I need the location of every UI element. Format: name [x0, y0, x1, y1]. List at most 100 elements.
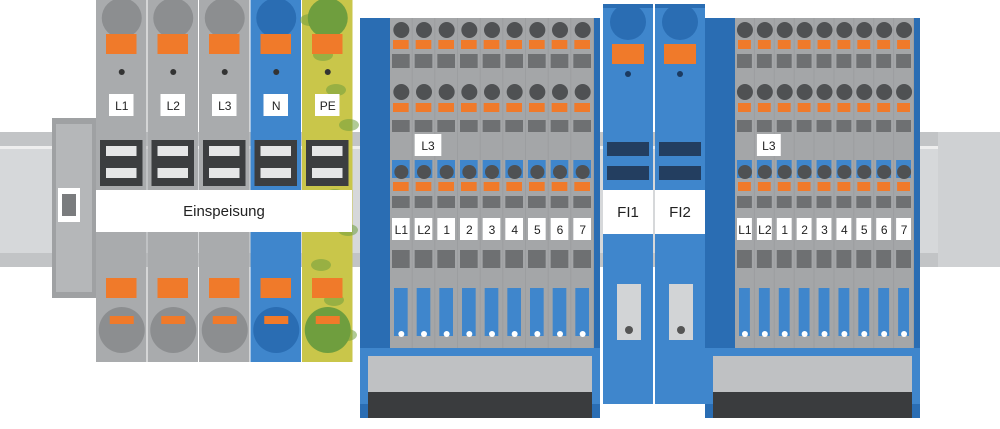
- clamp-opening: [575, 165, 590, 179]
- jumper-slot: [573, 120, 591, 132]
- clamp-opening: [506, 84, 523, 100]
- test-point: [443, 331, 450, 337]
- operating-lever: [877, 40, 891, 49]
- clamp-opening: [574, 22, 591, 38]
- clamp-opening: [816, 22, 833, 38]
- distribution-terminal: 5: [526, 18, 548, 348]
- marker-text: 5: [534, 223, 541, 237]
- marker-tag: [482, 218, 501, 240]
- operating-lever: [438, 182, 454, 191]
- jumper-slot: [856, 250, 872, 268]
- marker-text: L1: [115, 99, 129, 113]
- feed-terminal: N: [250, 0, 301, 362]
- marker-tag: [109, 94, 134, 116]
- marker-tag: [776, 218, 792, 240]
- operating-lever: [817, 182, 831, 191]
- jumper-slot: [816, 54, 832, 68]
- blue-test-slot: [575, 288, 589, 336]
- jumper-slot: [659, 166, 701, 180]
- jumper-slot: [528, 54, 546, 68]
- top-operating-lever: [157, 34, 188, 54]
- jumper-slot: [816, 250, 832, 268]
- test-hole: [273, 69, 280, 75]
- operating-lever: [757, 103, 771, 112]
- clamp-opening: [553, 165, 567, 179]
- marker-text: 7: [579, 223, 586, 237]
- blue-test-slot: [484, 288, 499, 336]
- release-pin: [677, 326, 685, 334]
- cover-rail: [713, 356, 912, 392]
- l3-tag: [756, 134, 781, 156]
- jumper-slot: [392, 120, 410, 132]
- distribution-terminal: L2: [754, 18, 774, 348]
- jumper-slot: [209, 168, 240, 178]
- top-clamp-opening: [307, 0, 348, 38]
- test-hole: [170, 69, 177, 75]
- operating-lever: [393, 40, 409, 49]
- bottom-terminals: [713, 392, 912, 418]
- jumper-slot: [312, 168, 343, 178]
- test-point: [801, 331, 808, 337]
- jumper-slot: [157, 146, 188, 156]
- jumper-slot: [482, 196, 501, 208]
- distribution-terminal: 1: [435, 18, 457, 348]
- clamp-opening: [439, 165, 454, 179]
- clamp-opening: [417, 165, 431, 179]
- rcd-marker-text: FI1: [617, 204, 639, 221]
- jumper-slot: [550, 250, 569, 268]
- jumper-slot: [856, 196, 872, 208]
- test-point: [821, 331, 828, 337]
- operating-lever: [797, 103, 811, 112]
- end-bracket-right: [938, 132, 1000, 267]
- jumper-slot: [607, 142, 649, 156]
- operating-lever: [817, 103, 831, 112]
- operating-lever: [551, 182, 568, 191]
- clamp-opening: [394, 165, 409, 179]
- jumper-slot: [816, 196, 832, 208]
- clamp-opening: [662, 4, 698, 40]
- clamp-opening: [461, 22, 478, 38]
- clamp-opening: [756, 22, 773, 38]
- blue-test-slot: [507, 288, 521, 336]
- marker-text: L2: [758, 223, 772, 237]
- jumper-slot: [607, 166, 649, 180]
- clamp-opening: [416, 22, 432, 38]
- jumper-slot: [437, 54, 455, 68]
- operating-lever: [506, 40, 522, 49]
- jumper-slot: [856, 120, 872, 132]
- clamp-opening: [416, 84, 432, 100]
- marker-text: PE: [320, 99, 336, 113]
- operating-lever: [797, 40, 811, 49]
- jumper-slot: [414, 120, 433, 132]
- jumper-slot: [816, 120, 832, 132]
- marker-text: 5: [861, 223, 868, 237]
- jumper-slot: [776, 54, 792, 68]
- blue-test-slot: [798, 288, 810, 336]
- blue-test-slot: [878, 288, 890, 336]
- distribution-terminal: L1: [735, 18, 754, 348]
- jumper-slot: [460, 120, 478, 132]
- jumper-slot: [573, 250, 591, 268]
- test-point: [761, 331, 768, 337]
- jumper-slot: [659, 142, 701, 156]
- blue-test-slot: [758, 288, 770, 336]
- bottom-clamp-opening: [201, 307, 248, 353]
- jumper-slot: [737, 54, 752, 68]
- bottom-lever-tip: [109, 316, 134, 324]
- marker-tag: [796, 218, 812, 240]
- clamp-opening: [837, 165, 852, 179]
- clamp-opening: [485, 165, 499, 179]
- test-point: [398, 331, 405, 337]
- clamp-opening: [552, 22, 568, 38]
- marker-tag: [392, 218, 410, 240]
- marker-text: L3: [218, 99, 232, 113]
- jumper-slot: [392, 250, 410, 268]
- blue-test-slot: [462, 288, 476, 336]
- jumper-slot: [756, 250, 772, 268]
- distribution-terminal: 1: [774, 18, 794, 348]
- test-hole: [324, 69, 331, 75]
- bottom-lever-tip: [264, 316, 289, 324]
- clamp-opening: [836, 22, 853, 38]
- jumper-slot: [528, 196, 546, 208]
